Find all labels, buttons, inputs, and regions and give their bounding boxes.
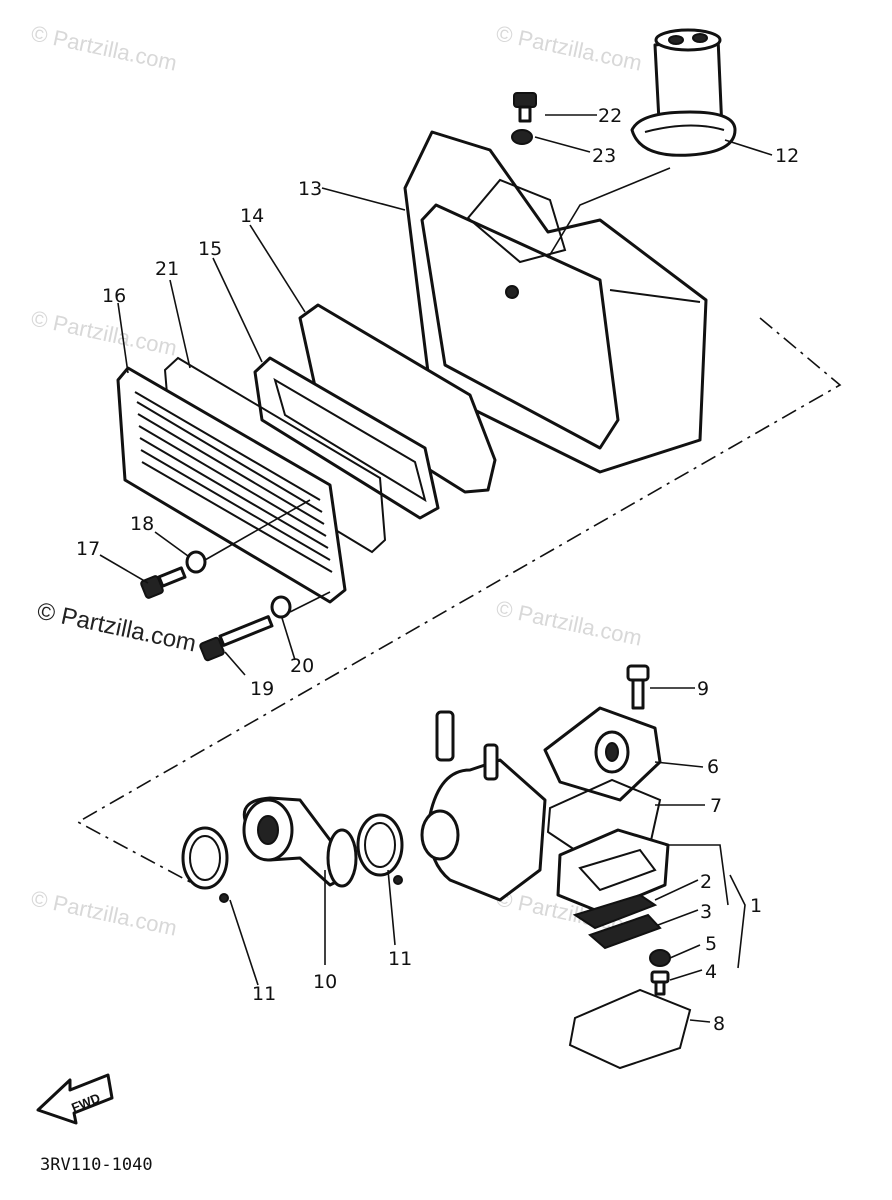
callout-label-23: 23 (592, 145, 616, 167)
callout-label-1: 1 (750, 895, 762, 917)
part-code: 3RV110-1040 (40, 1155, 153, 1175)
callout-label-9: 9 (697, 678, 709, 700)
washer-part-23 (511, 129, 533, 145)
watermark-5: © Partzilla.com (494, 595, 644, 650)
reed-valve-assembly-part-1 (556, 828, 670, 914)
callout-label-20: 20 (290, 655, 314, 677)
clamp-part-11-left (181, 826, 229, 903)
callout-label-15: 15 (198, 238, 222, 260)
callout-label-14: 14 (240, 205, 264, 227)
stopper-part-3 (588, 913, 662, 950)
callout-label-7: 7 (710, 795, 722, 817)
watermark-2: © Partzilla.com (494, 20, 644, 75)
gasket-part-8 (568, 988, 692, 1070)
filter-frame-part-15 (253, 356, 440, 520)
callout-label-5: 5 (705, 933, 717, 955)
callout-label-2: 2 (700, 871, 712, 893)
bolt-part-9 (626, 664, 650, 710)
callout-label-19: 19 (250, 678, 274, 700)
washer-part-5 (649, 949, 671, 967)
carburetor-joint-part-10 (242, 796, 358, 888)
callout-label-21: 21 (155, 258, 179, 280)
watermark-1: © Partzilla.com (29, 20, 179, 75)
reed-housing-part-6 (543, 706, 662, 802)
callout-label-10: 10 (313, 971, 337, 993)
watermarks: © Partzilla.com © Partzilla.com © Partzi… (29, 20, 644, 940)
washer-part-20 (270, 595, 292, 619)
callout-label-16: 16 (102, 285, 126, 307)
callout-labels: 1 2 3 4 5 6 7 8 9 10 11 11 12 13 14 15 1… (76, 105, 799, 1035)
reed-part-2 (572, 893, 658, 930)
callout-label-22: 22 (598, 105, 622, 127)
clamp-part-11-right (356, 813, 404, 885)
callout-label-17: 17 (76, 538, 100, 560)
watermark-3: © Partzilla.com (29, 305, 179, 360)
callout-label-11-right: 11 (388, 948, 412, 970)
assembly-divider-line (76, 317, 842, 884)
callout-label-13: 13 (298, 178, 322, 200)
watermark-6: © Partzilla.com (29, 885, 179, 940)
callout-label-4: 4 (705, 961, 717, 983)
leader-lines (99, 114, 773, 1023)
watermark-main: © Partzilla.com (35, 597, 199, 657)
intake-boot-part-12 (630, 28, 737, 157)
callout-label-12: 12 (775, 145, 799, 167)
long-bolt-part-19 (199, 615, 274, 662)
washer-part-18 (185, 550, 207, 574)
callout-label-3: 3 (700, 901, 712, 923)
fwd-arrow-icon: FWD (36, 1073, 114, 1125)
bolt-part-22 (513, 92, 537, 123)
callout-label-18: 18 (130, 513, 154, 535)
callout-label-8: 8 (713, 1013, 725, 1035)
air-box-part-13 (403, 130, 708, 474)
screw-part-4 (650, 970, 670, 996)
carburetor (420, 710, 547, 902)
callout-label-6: 6 (707, 756, 719, 778)
callout-label-11-left: 11 (252, 983, 276, 1005)
